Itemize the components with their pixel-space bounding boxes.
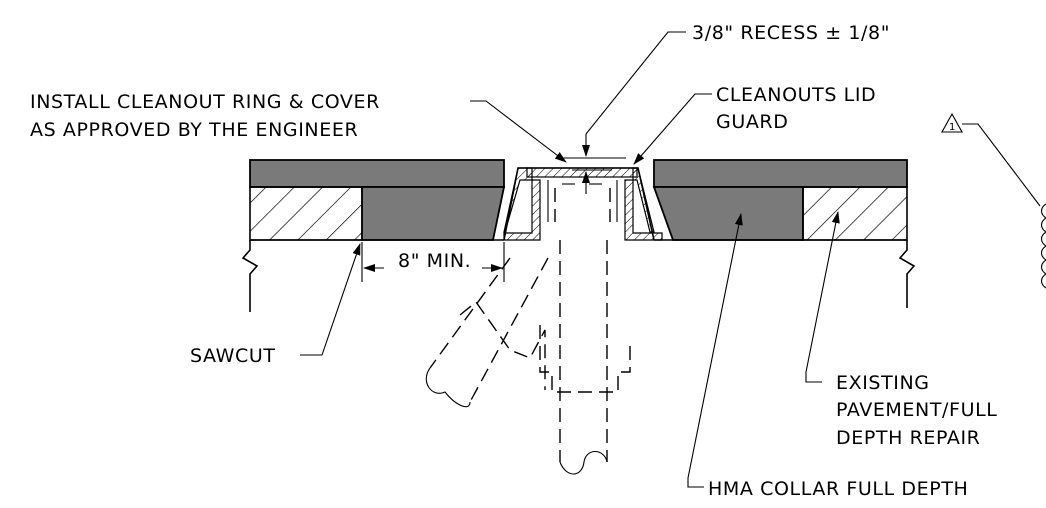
existing-leader — [805, 211, 840, 383]
wye-fitting — [459, 300, 546, 390]
revision-callout: 1 — [941, 112, 1046, 289]
install-label-line1: INSTALL CLEANOUT RING & COVER — [30, 91, 380, 113]
cleanout-assembly — [503, 167, 663, 241]
ring-collar-right — [632, 167, 655, 233]
sawcut-label: SAWCUT — [190, 345, 276, 367]
left-break-line — [241, 240, 259, 312]
lid-leader — [633, 93, 712, 165]
existing-label-line2: PAVEMENT/FULL — [836, 399, 997, 421]
left-surface-course — [249, 159, 505, 188]
existing-pavement-callout: EXISTING PAVEMENT/FULL DEPTH REPAIR — [805, 211, 997, 449]
revision-triangle-icon — [941, 112, 963, 133]
ring-sleeve-right — [624, 179, 663, 241]
left-existing-pavement-hatch — [249, 186, 363, 241]
left-hma-collar — [361, 186, 506, 241]
revision-leader — [962, 123, 1041, 207]
install-label-line2: AS APPROVED BY THE ENGINEER — [30, 119, 358, 141]
left-pavement — [241, 159, 506, 312]
hidden-pipes — [425, 240, 631, 475]
existing-label-line1: EXISTING — [836, 372, 930, 394]
min-width-dimension: 8" MIN. — [361, 242, 505, 282]
right-break-line — [898, 240, 916, 308]
revision-number: 1 — [949, 122, 955, 133]
cleanout-lid — [526, 167, 638, 178]
hma-leader — [687, 213, 743, 488]
ring-collar-left — [503, 167, 533, 233]
wye-branch-lower — [469, 257, 549, 403]
recess-label: 3/8" RECESS ± 1/8" — [692, 22, 890, 44]
min-dim-label: 8" MIN. — [398, 250, 471, 272]
recess-dimension: 3/8" RECESS ± 1/8" — [560, 22, 890, 194]
right-pavement — [652, 159, 916, 308]
right-hma-collar — [652, 186, 804, 241]
recess-leader — [585, 31, 686, 135]
lid-label-line1: CLEANOUTS LID — [716, 84, 876, 106]
existing-label-line3: DEPTH REPAIR — [836, 427, 980, 449]
hma-collar-callout: HMA COLLAR FULL DEPTH — [687, 213, 968, 500]
install-cleanout-callout: INSTALL CLEANOUT RING & COVER AS APPROVE… — [30, 91, 567, 163]
right-existing-pavement-hatch — [802, 186, 908, 241]
lid-label-line2: GUARD — [716, 111, 788, 133]
install-leader — [470, 100, 567, 163]
sawcut-leader — [300, 243, 361, 356]
lid-guard-callout: CLEANOUTS LID GUARD — [633, 84, 876, 165]
wye-branch-upper — [429, 257, 511, 369]
revision-cloud — [1040, 203, 1046, 289]
right-surface-course — [653, 159, 908, 188]
riser-fitting — [539, 325, 631, 393]
wye-pipe-end — [425, 367, 471, 408]
sawcut-callout: SAWCUT — [190, 243, 361, 367]
hma-label: HMA COLLAR FULL DEPTH — [708, 478, 968, 500]
riser-pipe-end — [559, 450, 608, 475]
